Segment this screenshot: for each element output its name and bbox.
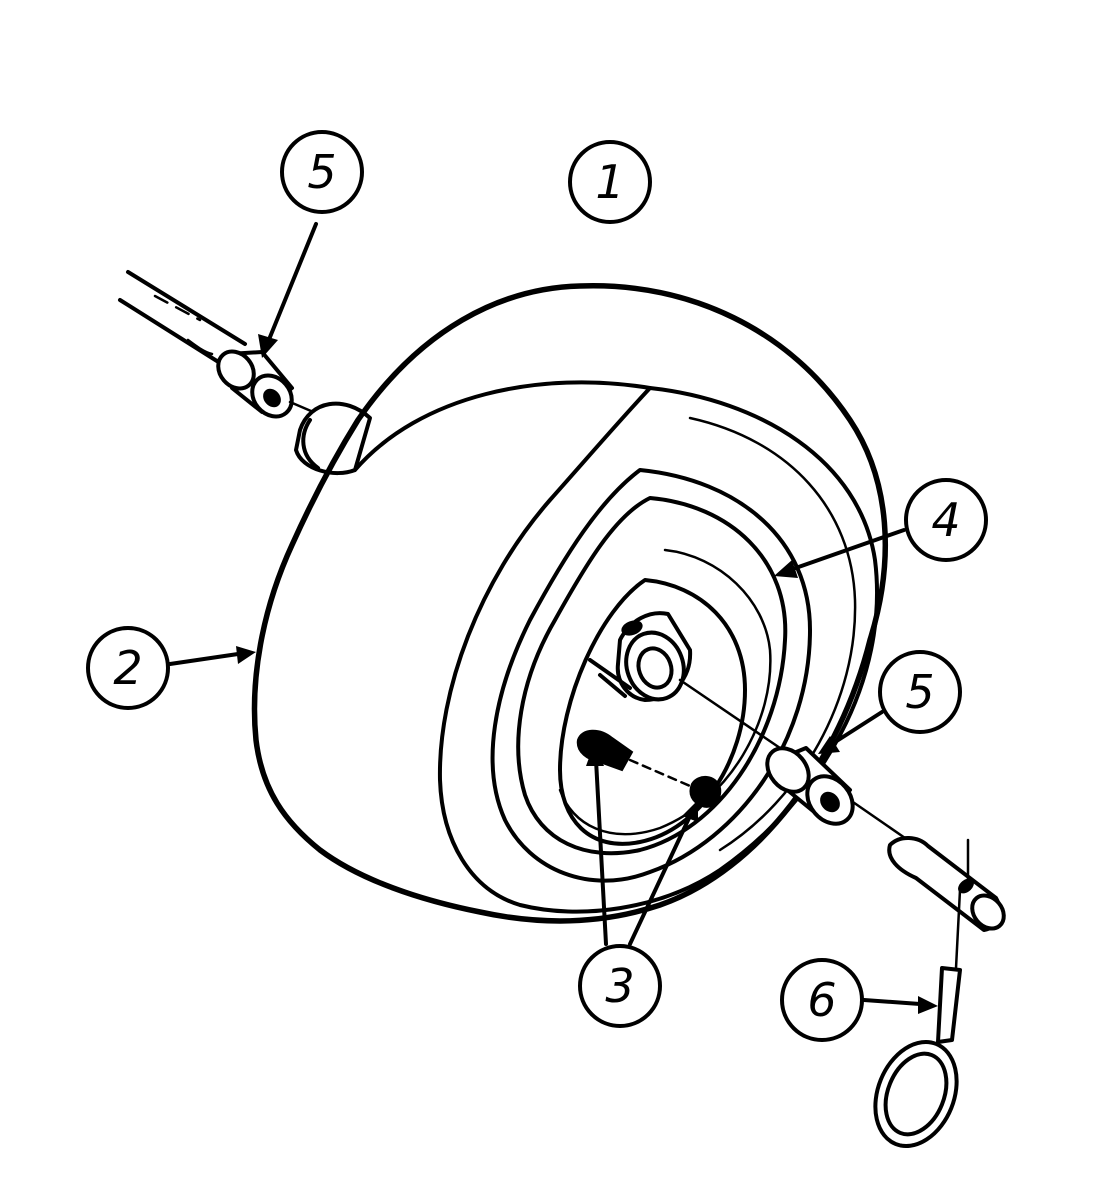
callout-3-label: 3 xyxy=(605,959,634,1013)
hub-stub-rear xyxy=(294,401,372,476)
wheel-rim xyxy=(490,468,812,883)
grease-fittings xyxy=(576,729,722,808)
callout-1-label: 1 xyxy=(595,155,624,209)
spacer-tube-left xyxy=(216,349,320,419)
callout-5-lower-label: 5 xyxy=(905,665,934,719)
tire xyxy=(251,283,888,924)
callout-3: 3 xyxy=(578,744,698,1028)
callout-5-upper-label: 5 xyxy=(307,145,336,199)
hub xyxy=(588,611,693,702)
callout-4-label: 4 xyxy=(931,493,960,547)
axle-shaft xyxy=(118,270,247,370)
callout-2: 2 xyxy=(86,626,256,710)
callout-1: 1 xyxy=(568,140,652,224)
callout-6: 6 xyxy=(780,958,938,1042)
spacer-tube-right xyxy=(765,746,855,826)
callout-4: 4 xyxy=(774,478,988,578)
callout-5-lower: 5 xyxy=(818,650,962,754)
callout-5-upper: 5 xyxy=(258,130,364,358)
axle-pin xyxy=(887,836,1006,932)
axle-centerline xyxy=(678,678,907,840)
callout-2-label: 2 xyxy=(113,641,142,695)
hitch-pin xyxy=(873,888,962,1149)
callout-6-label: 6 xyxy=(807,973,836,1027)
